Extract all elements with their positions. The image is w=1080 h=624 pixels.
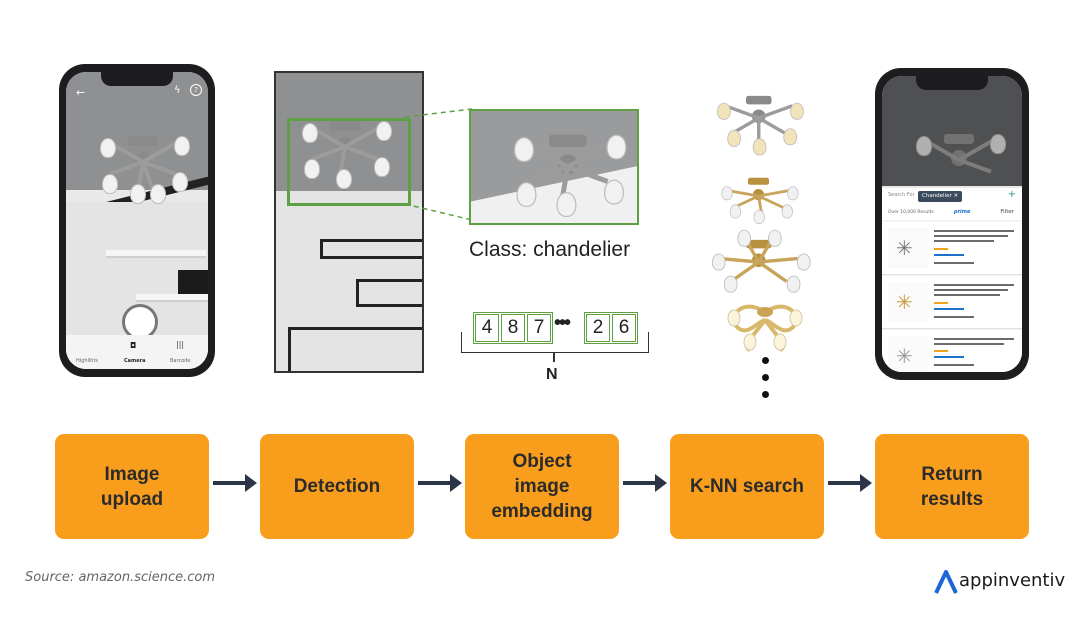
more-results-dot [762,374,769,381]
result-item[interactable]: ✳ [882,330,1022,372]
vector-cell: 4 [475,314,499,342]
source-caption: Source: amazon.science.com [25,570,216,585]
flow-arrow [213,474,257,492]
flow-arrow [828,474,872,492]
wall-shelf-lower [136,294,208,302]
knn-result-chandelier [722,292,808,352]
shelf-bounding-box-2 [356,279,422,307]
cropped-object-image [469,109,639,225]
phone-notch [916,76,988,90]
results-count: Over 10,000 Results [888,210,934,215]
filter-button[interactable]: Filter [1000,209,1014,215]
flow-arrow [418,474,462,492]
step-label: Return results [920,463,984,510]
brace-tick [553,352,555,362]
swirl-chandelier-icon [727,304,803,352]
step-knn-search: K-NN search [670,434,824,539]
knn-result-chandelier [712,228,811,305]
ceiling [66,72,208,190]
prime-toggle[interactable]: prime [954,209,971,215]
vector-ellipsis: ••• [554,312,571,334]
step-detection: Detection [260,434,414,539]
add-icon[interactable]: + [1007,189,1016,200]
result-thumbnail: ✳ [888,228,928,268]
step-label: Detection [293,476,381,497]
tab-barcode[interactable]: Barcode [170,358,191,364]
tab-highlights[interactable]: Highlihts [76,358,99,364]
camera-icon: ◘ [130,341,137,350]
search-placeholder: Search For [888,192,915,198]
more-results-dot [762,357,769,364]
class-label: Class: chandelier [469,238,631,261]
search-chip[interactable]: Chandelier ✕ [918,191,963,202]
search-bar[interactable]: Search For Chandelier ✕ + [882,188,1022,207]
result-thumbnail: ✳ [888,282,928,322]
vector-length-brace [461,332,649,353]
flow-arrow [623,474,667,492]
chandelier-photo [88,122,198,212]
tab-camera[interactable]: Camera [124,358,146,364]
vector-cell: 7 [527,314,551,342]
vector-cell: 8 [501,314,525,342]
vector-cell: 2 [586,314,610,342]
result-item[interactable]: ✳ [882,276,1022,329]
step-return-results: Return results [875,434,1029,539]
result-item[interactable]: ✳ [882,222,1022,275]
barcode-icon: ||| [176,340,185,349]
flash-icon[interactable]: ϟ [174,85,181,96]
crop-connector [404,108,473,221]
step-image-upload: Image upload [55,434,209,539]
detection-image [274,71,424,373]
results-phone: Search For Chandelier ✕ + Over 10,000 Re… [875,68,1029,380]
tv-unit [178,270,208,294]
brand-logo-icon [934,570,958,594]
shelf-bounding-box-3 [288,327,422,371]
chandelier-bounding-box [287,118,411,206]
camera-tabbar: Highlihts Camera Barcode ◘ ||| [66,335,208,369]
vector-cell: 6 [612,314,636,342]
det-chandelier [290,107,400,197]
results-header: Over 10,000 Results prime Filter [882,206,1022,220]
search-chip-label: Chandelier [922,193,952,199]
shelf-bounding-box [320,239,422,259]
crop-chandelier [499,117,637,223]
knn-result-chandelier [720,168,799,231]
vector-length-label: N [546,366,558,383]
results-background [882,76,1022,186]
camera-phone: ← ϟ ? Highlihts Camera Barcode ◘ ||| [59,64,215,377]
vector-group-right [584,312,638,344]
results-bg-chandelier [904,120,1014,210]
step-label: Object image embedding [491,451,593,522]
more-results-dot [762,391,769,398]
vector-group-left [473,312,553,344]
knn-result-chandelier [712,84,806,161]
camera-screen: ← ϟ ? Highlihts Camera Barcode ◘ ||| [66,72,208,369]
wall-shelf [106,250,206,258]
phone-notch [101,72,173,86]
brand-name: appinventiv [959,570,1066,591]
results-panel: Search For Chandelier ✕ + Over 10,000 Re… [882,188,1022,372]
result-thumbnail: ✳ [888,336,928,372]
step-label: Image upload [100,463,164,510]
step-label: K-NN search [689,476,805,497]
results-screen: Search For Chandelier ✕ + Over 10,000 Re… [882,76,1022,372]
step-object-image-embedding: Object image embedding [465,434,619,539]
help-icon[interactable]: ? [190,84,202,96]
back-arrow-icon[interactable]: ← [76,86,86,99]
